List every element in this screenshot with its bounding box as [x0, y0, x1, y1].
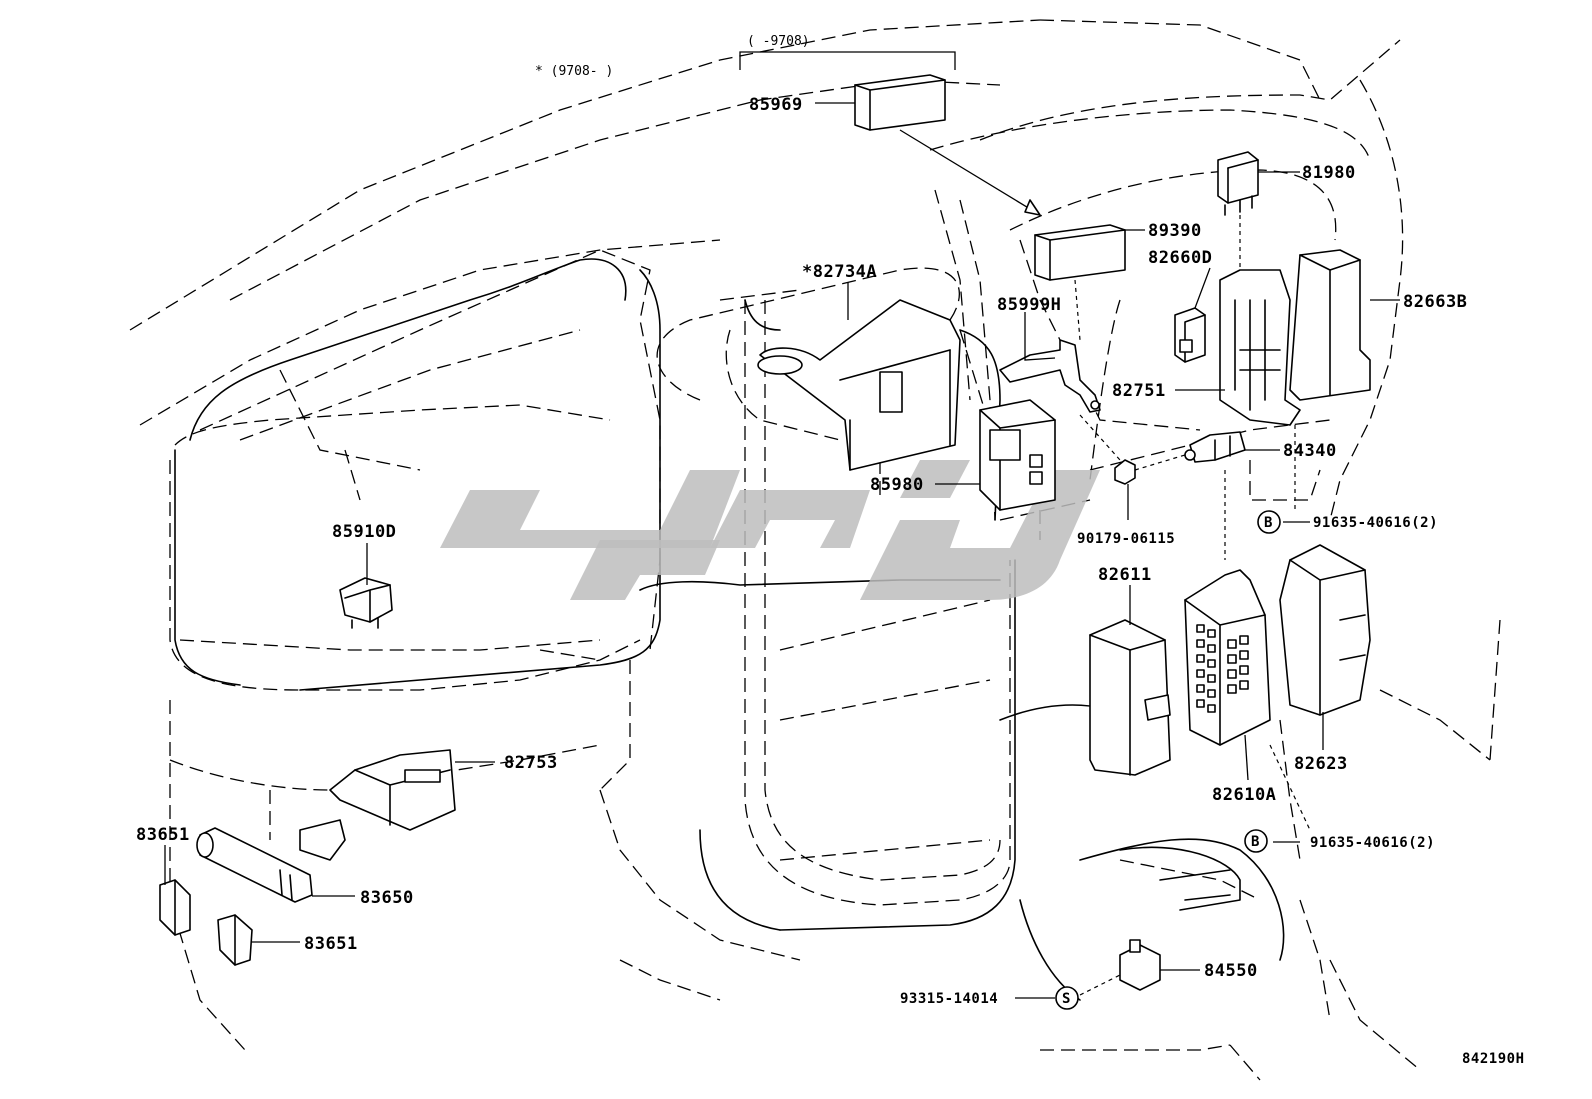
relay-81980 — [1217, 151, 1259, 216]
relay-85910D — [339, 577, 393, 629]
fuse-grid — [1196, 624, 1249, 713]
arrow-85969-to-89390 — [899, 129, 1041, 216]
label-81980: 81980 — [1302, 163, 1356, 183]
label-90179: 90179-06115 — [1077, 531, 1175, 547]
label-84550: 84550 — [1204, 961, 1258, 981]
module-82734A — [757, 299, 961, 471]
label-91635-a: 91635-40616(2) — [1313, 515, 1438, 531]
label-82623: 82623 — [1294, 754, 1348, 774]
label-82751: 82751 — [1112, 381, 1166, 401]
callout-b-1-text: B — [1264, 515, 1273, 531]
leader-lines — [164, 51, 1400, 999]
label-82753: 82753 — [504, 753, 558, 773]
callout-b-2: B — [1244, 829, 1268, 853]
label-85980: 85980 — [870, 475, 924, 495]
bracket-85999H — [999, 339, 1101, 413]
structure-lines — [174, 258, 1285, 1001]
note-star-range: * (9708- ) — [535, 64, 613, 79]
label-85999H: 85999H — [997, 295, 1061, 315]
label-83651-a: 83651 — [136, 825, 190, 845]
cover-82623 — [1279, 544, 1371, 716]
label-82611: 82611 — [1098, 565, 1152, 585]
nut-90179 — [1114, 459, 1136, 485]
callout-b-1: B — [1257, 510, 1281, 534]
junction-block-82610A — [1184, 569, 1271, 746]
callout-s-1: S — [1055, 986, 1079, 1010]
relay-89390 — [1034, 224, 1126, 281]
label-91635-b: 91635-40616(2) — [1310, 835, 1435, 851]
bracket-82751 — [1219, 269, 1301, 426]
relay-block-82753 — [299, 749, 456, 861]
clip-83651-b — [217, 914, 253, 966]
label-93315: 93315-14014 — [900, 991, 998, 1007]
diagram-id: 842190H — [1462, 1051, 1525, 1067]
switch-84550 — [1119, 939, 1161, 991]
holder-83650 — [196, 827, 313, 903]
part-labels: * (9708- ) ( -9708) 85969 81980 89390 82… — [136, 34, 1525, 1067]
switch-84340 — [1184, 431, 1246, 463]
label-89390: 89390 — [1148, 221, 1202, 241]
cover-82611 — [1089, 619, 1171, 776]
label-85969: 85969 — [749, 95, 803, 115]
label-82663B: 82663B — [1403, 292, 1467, 312]
note-bracket-range: ( -9708) — [747, 34, 810, 49]
label-82734A: *82734A — [802, 262, 877, 282]
clip-83651-a — [159, 879, 191, 936]
callout-s-1-text: S — [1062, 991, 1071, 1007]
unit-85980 — [979, 399, 1056, 511]
relay-82660D — [1174, 307, 1206, 363]
dashboard-outline — [129, 19, 1501, 1081]
arrow-head-icon — [1024, 199, 1041, 216]
callout-b-2-text: B — [1251, 834, 1260, 850]
label-83651-b: 83651 — [304, 934, 358, 954]
cover-82663B — [1289, 249, 1371, 401]
label-85910D: 85910D — [332, 522, 396, 542]
label-84340: 84340 — [1283, 441, 1337, 461]
label-82660D: 82660D — [1148, 248, 1212, 268]
relay-85969 — [854, 74, 946, 131]
label-83650: 83650 — [360, 888, 414, 908]
label-82610A: 82610A — [1212, 785, 1276, 805]
